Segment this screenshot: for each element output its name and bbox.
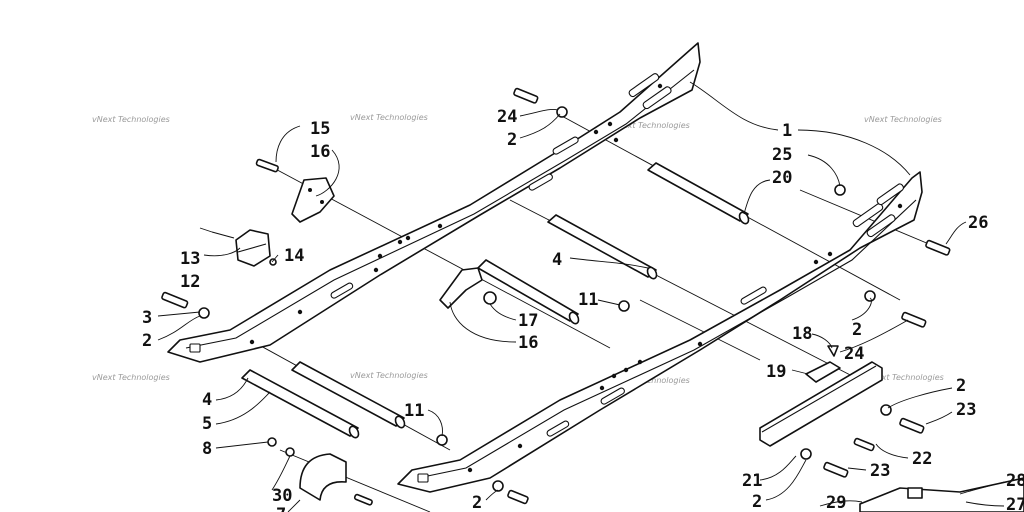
cross-shaft-20 xyxy=(647,162,750,225)
callout-21: 21 xyxy=(742,471,762,491)
callout-5: 5 xyxy=(202,414,212,434)
callout-11: 11 xyxy=(578,290,598,310)
callout-24: 24 xyxy=(844,344,864,364)
callout-30: 30 xyxy=(272,486,292,506)
bar-21 xyxy=(759,361,883,447)
callout-4: 4 xyxy=(552,250,562,270)
watermark: vNext Technologies xyxy=(350,371,428,380)
watermark: vNext Technologies xyxy=(612,121,690,130)
callout-2: 2 xyxy=(142,331,152,351)
bracket-16-lower xyxy=(439,267,483,309)
callout-16: 16 xyxy=(310,142,330,162)
callout-25: 25 xyxy=(772,145,792,165)
bracket-16-upper xyxy=(291,177,335,223)
watermark: vNext Technologies xyxy=(92,115,170,124)
cross-shaft-4-lower xyxy=(241,369,360,439)
assembly-axes xyxy=(249,114,949,512)
callout-1: 1 xyxy=(782,121,792,141)
leader-lines xyxy=(157,81,1005,512)
callout-28: 28 xyxy=(1006,471,1024,491)
callout-7: 7 xyxy=(276,505,286,512)
callout-22: 22 xyxy=(912,449,932,469)
callout-26: 26 xyxy=(968,213,988,233)
callout-23: 23 xyxy=(870,461,890,481)
clip-19 xyxy=(805,361,841,383)
callout-8: 8 xyxy=(202,439,212,459)
callout-labels: 1 25 20 26 24 2 15 16 13 12 14 3 2 4 11 … xyxy=(142,107,1024,512)
callout-14: 14 xyxy=(284,246,304,266)
watermark: vNext Technologies xyxy=(350,113,428,122)
callout-2: 2 xyxy=(507,130,517,150)
callout-2: 2 xyxy=(472,493,482,512)
callout-17: 17 xyxy=(518,311,538,331)
right-rail xyxy=(397,171,923,493)
callout-2: 2 xyxy=(752,492,762,512)
hardware xyxy=(161,87,1024,512)
watermark: vNext Technologies xyxy=(612,376,690,385)
block-30 xyxy=(299,453,347,501)
cross-shaft-5 xyxy=(291,361,406,429)
callout-12: 12 xyxy=(180,272,200,292)
callout-16: 16 xyxy=(518,333,538,353)
watermark: vNext Technologies xyxy=(864,115,942,124)
callout-24: 24 xyxy=(497,107,517,127)
watermark: vNext Technologies xyxy=(92,373,170,382)
callout-18: 18 xyxy=(792,324,812,344)
callout-11: 11 xyxy=(404,401,424,421)
watermarks: vNext Technologies vNext Technologies vN… xyxy=(92,113,944,385)
callout-2: 2 xyxy=(852,320,862,340)
lower-right-assembly xyxy=(859,477,1024,512)
callout-13: 13 xyxy=(180,249,200,269)
callout-20: 20 xyxy=(772,168,792,188)
cross-shaft-center xyxy=(477,259,580,325)
cross-shaft-4-upper xyxy=(547,214,658,280)
callout-4: 4 xyxy=(202,390,212,410)
watermark: vNext Technologies xyxy=(866,373,944,382)
callout-3: 3 xyxy=(142,308,152,328)
callout-15: 15 xyxy=(310,119,330,139)
callout-29: 29 xyxy=(826,493,846,512)
callout-19: 19 xyxy=(766,362,786,382)
left-rail xyxy=(167,42,701,363)
cross-shafts xyxy=(241,162,750,439)
callout-27: 27 xyxy=(1006,495,1024,512)
callout-23: 23 xyxy=(956,400,976,420)
callout-2: 2 xyxy=(956,376,966,396)
